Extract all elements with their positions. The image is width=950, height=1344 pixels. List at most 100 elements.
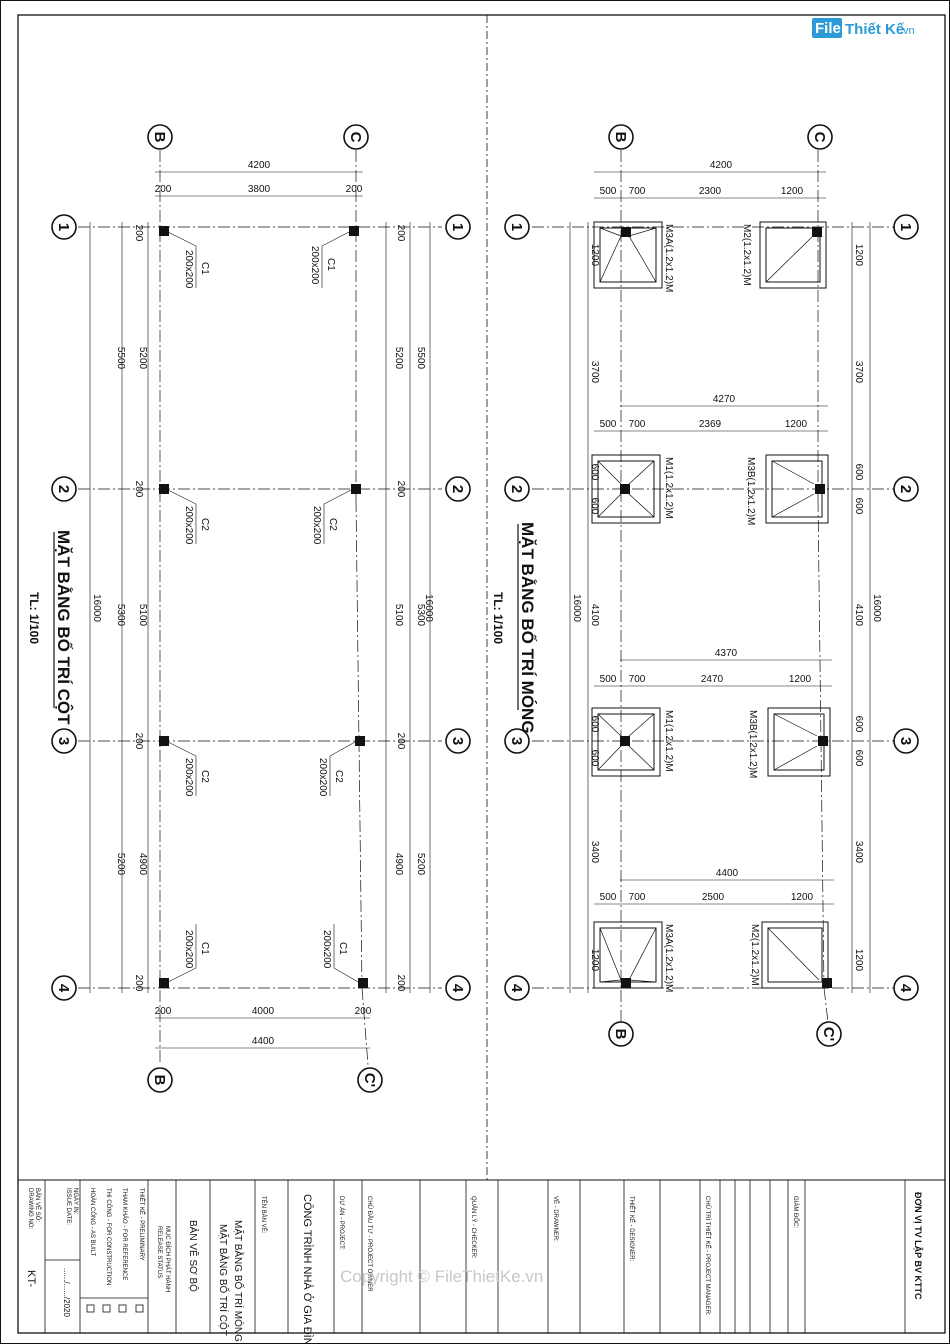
foundation-plan-dim-lines	[569, 171, 871, 993]
dim-200-bottom-right: 200	[355, 1006, 372, 1017]
col-label-c1: C1	[325, 258, 336, 271]
column-plan-leaders	[167, 231, 359, 983]
grid-bubble-row-3-right: 3	[897, 737, 914, 745]
foundation-plan-scale: TL: 1/100	[491, 592, 505, 644]
dim-4100-left: 4100	[589, 604, 600, 627]
col-size-label: 200x200	[183, 758, 194, 797]
dim-1200: 1200	[791, 892, 814, 903]
dim-2300: 2300	[699, 186, 722, 197]
dim-4270: 4270	[713, 394, 736, 405]
dim-1200-right: 1200	[853, 949, 864, 972]
footing-label-m2: M2(1.2x1.2)M	[749, 924, 760, 986]
project-label: DỰ ÁN - PROJECT:	[338, 1196, 345, 1250]
col-size-label: 200x200	[183, 930, 194, 969]
grid-bubble-col-c-top: C	[811, 132, 828, 143]
status-construction: THI CÔNG - FOR CONSTRUCTION	[105, 1188, 112, 1285]
grid-bubble-col-c-prime-bottom: C'	[361, 1073, 378, 1087]
issue-date-vn: NGÀY IN:	[72, 1188, 79, 1215]
dim-2470: 2470	[701, 674, 724, 685]
column-plan-dim-lines	[89, 171, 431, 1049]
grid-bubble-row-2-left: 2	[55, 485, 72, 493]
dim-1200-left: 1200	[589, 244, 600, 267]
issue-date-en: ISSUE DATE:	[65, 1188, 71, 1225]
dim-5100-left: 5100	[137, 604, 148, 627]
dim-1200-left: 1200	[589, 949, 600, 972]
director-label: GIÁM ĐỐC:	[792, 1196, 799, 1228]
dim-700: 700	[629, 186, 646, 197]
footing-label-m1: M1(1.2x1.2)M	[663, 710, 674, 772]
dim-1200: 1200	[785, 419, 808, 430]
dim-500: 500	[600, 892, 617, 903]
grid-bubble-col-b-top: B	[612, 132, 629, 143]
dim-1200: 1200	[789, 674, 812, 685]
col-size-label: 200x200	[183, 250, 194, 289]
dim-3700-left: 3700	[589, 361, 600, 384]
footing-label-m2: M2(1.2x1.2)M	[741, 224, 752, 286]
grid-bubble-row-1-left: 1	[508, 223, 525, 231]
column-plan-title: MẶT BẰNG BỐ TRÍ CỘT	[54, 530, 74, 725]
title-block-dividers	[44, 1180, 906, 1333]
drawing-name-label: TÊN BẢN VẼ:	[260, 1196, 268, 1234]
drawer-label: VẼ - DRAWNER:	[552, 1196, 559, 1242]
drawing-no-vn: BẢN VẼ SỐ:	[34, 1188, 41, 1222]
dim-5200-right-inner: 5200	[393, 347, 404, 370]
grid-bubble-col-c-top: C	[347, 132, 364, 143]
footing-label-m3a: M3A(1.2x1.2)M	[663, 924, 674, 992]
logo-badge	[812, 18, 842, 38]
status-checkbox[interactable]	[118, 1304, 127, 1313]
dim-5200-left-outer: 5200	[115, 853, 126, 876]
status-checkbox[interactable]	[102, 1304, 111, 1313]
dim-5200-right-outer: 5200	[415, 853, 426, 876]
dim-500: 500	[600, 186, 617, 197]
designer-label: THIẾT KẾ - DESIGNER:	[628, 1196, 635, 1262]
dim-2500: 2500	[702, 892, 725, 903]
footing-label-m3b: M3B(1.2x1.2)M	[747, 710, 758, 778]
status-preliminary: THIẾT KẾ - PRELIMINARY	[138, 1188, 145, 1261]
column-plan-bubbles	[51, 124, 471, 1093]
copyright-watermark: Copyright © FileThietKe.vn	[340, 1267, 543, 1286]
logo-file-text: File	[815, 20, 841, 37]
status-checkbox[interactable]	[135, 1304, 144, 1313]
foundation-plan: 1 1 2 2 3 3 4 4 B C B C' 4200 500 700 23…	[491, 124, 919, 1047]
grid-bubble-row-1-left: 1	[55, 223, 72, 231]
col-size-label: 200x200	[311, 506, 322, 545]
col-label-c2: C2	[199, 770, 210, 783]
col-size-label: 200x200	[317, 758, 328, 797]
column-plan-columns	[159, 226, 368, 988]
logo-brand-text: Thiết Kế	[845, 21, 905, 38]
dim-1200: 1200	[781, 186, 804, 197]
grid-bubble-row-1-right: 1	[897, 223, 914, 231]
title-block: ĐƠN VỊ TV LẬP BV KTTC GIÁM ĐỐC: CHỦ TRÌ …	[25, 1180, 924, 1344]
sheet-inner-border	[17, 14, 946, 1334]
dim-3400-right: 3400	[853, 841, 864, 864]
dim-4100-right: 4100	[853, 604, 864, 627]
dim-5200-left-inner: 5200	[137, 347, 148, 370]
dim-4900-right: 4900	[393, 853, 404, 876]
project-name: CÔNG TRÌNH NHÀ Ở GIA ĐÌNH	[301, 1194, 314, 1344]
drawing-name-line1: MẶT BẰNG BỐ TRÍ MÓNG	[232, 1220, 246, 1342]
column-plan: 1 1 2 2 3 3 4 4 B C B C' 4200 200 3800 2…	[27, 124, 471, 1093]
status-reference: THAM KHẢO - FOR REFERENCE	[121, 1188, 128, 1280]
dim-600-right: 600	[853, 464, 864, 481]
grid-bubble-row-3-left: 3	[55, 737, 72, 745]
dim-600-right: 600	[853, 750, 864, 767]
col-label-c1: C1	[337, 942, 348, 955]
col-size-label: 200x200	[183, 506, 194, 545]
dim-4200: 4200	[710, 160, 733, 171]
foundation-plan-title: MẶT BẰNG BỐ TRÍ MÓNG	[518, 522, 538, 734]
grid-bubble-col-c-prime-bottom: C'	[820, 1027, 837, 1041]
release-status-en: RELEASE STATUS	[156, 1226, 162, 1278]
status-checkbox[interactable]	[86, 1304, 95, 1313]
dim-200-left-row3: 200	[133, 733, 144, 750]
dim-700: 700	[629, 674, 646, 685]
footing-label-m3b: M3B(1.2x1.2)M	[745, 457, 756, 525]
dim-500: 500	[600, 674, 617, 685]
dim-5300-right: 5300	[415, 604, 426, 627]
status-checkboxes	[86, 1304, 144, 1313]
dim-200-right-row1: 200	[395, 225, 406, 242]
drawing-name-line2: MẶT BẰNG BỐ TRÍ CỘT	[217, 1224, 231, 1336]
dim-5100-right: 5100	[393, 604, 404, 627]
grid-bubble-col-b-bottom: B	[612, 1029, 629, 1040]
dim-200-left-row4: 200	[133, 975, 144, 992]
